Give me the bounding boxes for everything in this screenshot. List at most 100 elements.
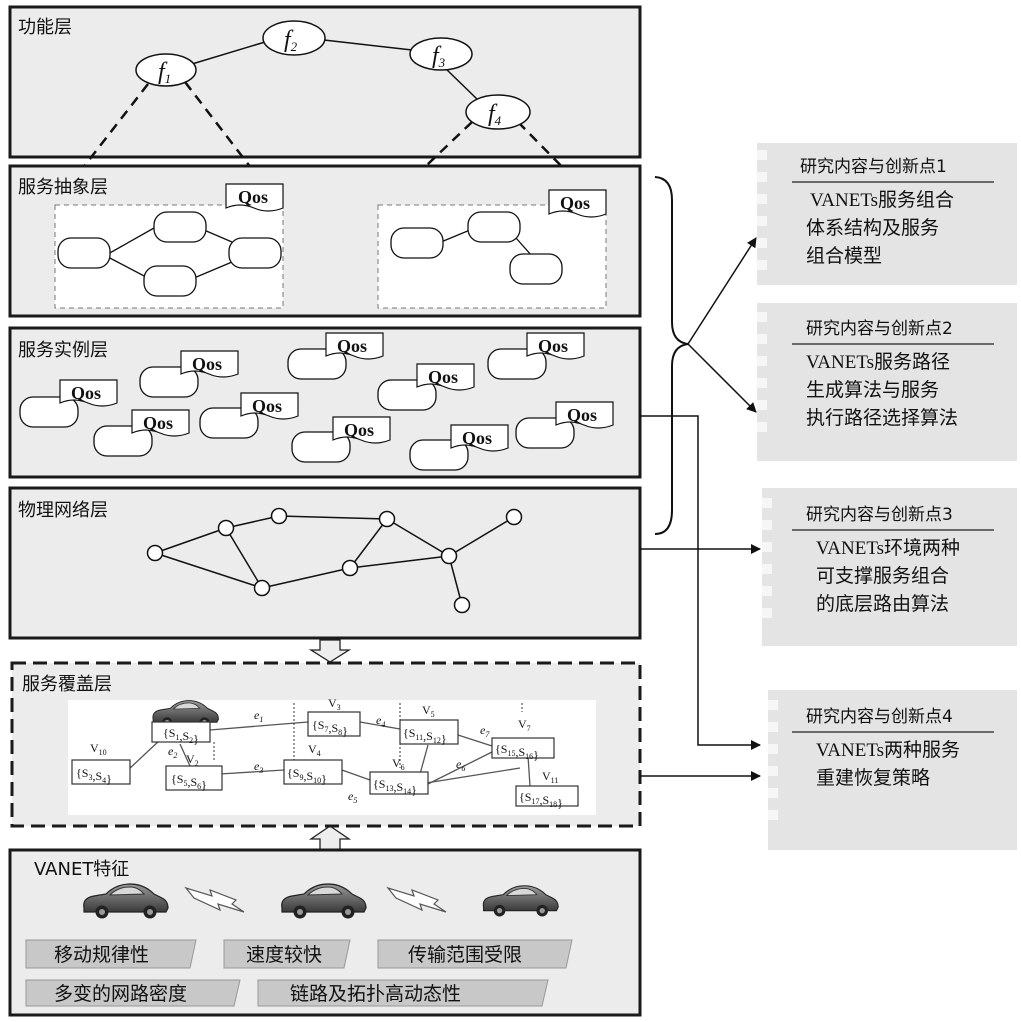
instance-qos-tags: Qos Qos Qos Qos Qos Qos Qos Qos Qos Qos: [59, 332, 614, 452]
svg-text:生成算法与服务: 生成算法与服务: [806, 379, 939, 401]
abstract-layer-title: 服务抽象层: [18, 177, 108, 198]
physical-network-links: [154, 515, 515, 606]
svg-text:{S13,S14}: {S13,S14}: [373, 777, 417, 797]
svg-text:e3: e3: [254, 759, 263, 775]
svg-text:V3: V3: [328, 696, 341, 712]
network-node: [146, 544, 164, 562]
network-node: [270, 507, 288, 525]
abstract-service-node: [228, 237, 282, 269]
instance-layer-title: 服务实例层: [18, 340, 108, 361]
svg-text:组合模型: 组合模型: [806, 245, 882, 267]
overlay-node-V1: [151, 721, 211, 743]
network-node: [453, 596, 471, 614]
qos-tag: Qos: [240, 392, 299, 420]
svg-text:{S3,S4}: {S3,S4}: [76, 766, 112, 786]
svg-text:{S17,S18}: {S17,S18}: [519, 790, 563, 810]
qos-tag: Qos: [332, 416, 391, 444]
innovation-box-2: 研究内容与创新点2 VANETs服务路径 生成算法与服务 执行路径选择算法: [757, 303, 1017, 461]
svg-text:Qos: Qos: [71, 383, 101, 403]
svg-text:f3: f3: [432, 43, 446, 70]
function-node-f2: f2: [262, 20, 326, 56]
svg-text:Qos: Qos: [192, 354, 222, 374]
abstract-group-2-graph: [390, 211, 563, 285]
svg-text:的底层路由算法: 的底层路由算法: [816, 593, 949, 615]
svg-text:e7: e7: [480, 723, 490, 739]
feature-tag: 移动规律性: [25, 939, 197, 969]
connector-arrows: [640, 237, 761, 781]
svg-text:Qos: Qos: [538, 336, 568, 356]
physical-layer-box: [8, 486, 642, 640]
overlay-node-V11: [515, 785, 579, 807]
function-node-f1: f1: [135, 53, 197, 87]
svg-text:Qos: Qos: [567, 405, 597, 425]
function-layer-title: 功能层: [18, 17, 72, 38]
svg-text:VANETs服务组合: VANETs服务组合: [810, 189, 954, 211]
overlay-node-V6: [369, 771, 429, 795]
svg-text:Qos: Qos: [560, 193, 590, 213]
abstract-qos-tag-2: Qos: [548, 189, 607, 218]
svg-text:V5: V5: [422, 703, 435, 719]
physical-layer-title: 物理网络层: [18, 500, 108, 521]
svg-text:研究内容与创新点4: 研究内容与创新点4: [806, 707, 953, 727]
svg-text:Qos: Qos: [143, 413, 173, 433]
svg-text:VANETs两种服务: VANETs两种服务: [816, 739, 960, 761]
svg-text:V6: V6: [392, 756, 405, 772]
service-instance: [515, 417, 575, 449]
overlay-layer-title: 服务覆盖层: [22, 674, 112, 695]
network-node: [253, 579, 271, 597]
qos-tag: Qos: [416, 363, 475, 391]
svg-text:{S1,S2}: {S1,S2}: [163, 726, 199, 746]
svg-text:研究内容与创新点2: 研究内容与创新点2: [806, 319, 953, 339]
overlay-node-V5: [399, 719, 459, 745]
svg-text:速度较快: 速度较快: [246, 944, 322, 966]
abstract-service-node: [390, 227, 444, 259]
svg-text:传输范围受限: 传输范围受限: [408, 944, 522, 966]
physical-layer: 物理网络层: [8, 486, 642, 640]
svg-text:V11: V11: [542, 769, 558, 785]
svg-text:多变的网路密度: 多变的网路密度: [54, 983, 187, 1005]
innovation-box-1: 研究内容与创新点1 VANETs服务组合 体系结构及服务 组合模型: [757, 143, 1017, 285]
svg-text:{S9,S10}: {S9,S10}: [287, 766, 327, 786]
svg-text:{S15,S16}: {S15,S16}: [495, 742, 539, 762]
svg-text:f1: f1: [158, 59, 171, 86]
innovation-box-3: 研究内容与创新点3 VANETs环境两种 可支撑服务组合 的底层路由算法: [762, 488, 1017, 646]
svg-text:Qos: Qos: [337, 336, 367, 356]
overlay-node-labels: V2 V3 V4 V5 V6 V7 V10 V11: [90, 696, 558, 785]
overlay-node-V3: [307, 711, 361, 737]
physical-network-nodes: [146, 507, 523, 614]
arrow-to-innovation-1: [687, 237, 757, 345]
svg-text:研究内容与创新点1: 研究内容与创新点1: [800, 157, 947, 177]
abstract-group-1-graph: [57, 211, 282, 297]
network-node: [440, 547, 458, 565]
abstract-qos-tag-1: Qos: [225, 183, 284, 212]
svg-text:V7: V7: [518, 717, 531, 733]
service-instance: [487, 348, 547, 380]
svg-text:{S11,S12}: {S11,S12}: [403, 726, 447, 746]
service-instance: [287, 348, 347, 380]
feature-tag: 链路及拓扑高动态性: [257, 979, 549, 1007]
overlay-node-V7: [491, 737, 555, 759]
qos-tag: Qos: [325, 332, 384, 360]
svg-text:VANETs环境两种: VANETs环境两种: [816, 537, 960, 559]
abstract-service-node: [153, 211, 207, 243]
svg-text:重建恢复策略: 重建恢复策略: [816, 767, 930, 789]
abstract-service-node: [509, 253, 563, 285]
svg-text:{S5,S6}: {S5,S6}: [171, 772, 207, 792]
svg-text:执行路径选择算法: 执行路径选择算法: [806, 407, 958, 429]
service-instance: [93, 425, 153, 457]
svg-text:e1: e1: [254, 708, 263, 724]
function-links: [191, 39, 479, 101]
svg-text:VANETs服务路径: VANETs服务路径: [806, 351, 950, 373]
svg-text:e5: e5: [348, 789, 357, 805]
down-arrow-to-overlay: [308, 639, 352, 663]
function-node-f4: f4: [465, 94, 531, 130]
svg-text:V4: V4: [308, 742, 321, 758]
svg-text:{S7,S8}: {S7,S8}: [312, 718, 348, 738]
overlay-node-V10: [71, 759, 131, 785]
svg-text:Qos: Qos: [344, 420, 374, 440]
svg-text:链路及拓扑高动态性: 链路及拓扑高动态性: [290, 983, 461, 1005]
function-node-f3: f3: [409, 37, 473, 71]
qos-tag: Qos: [131, 409, 190, 437]
svg-text:f2: f2: [284, 27, 298, 54]
